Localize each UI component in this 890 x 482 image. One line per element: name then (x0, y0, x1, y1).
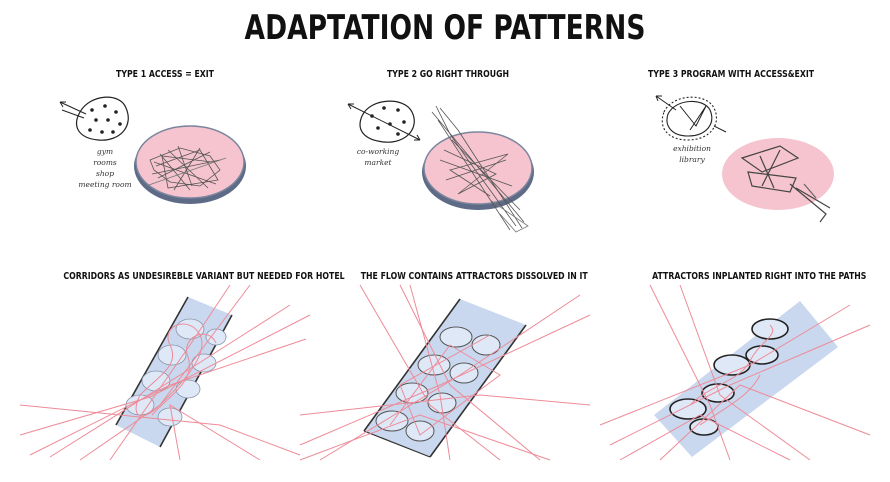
variant-2-diagram (299, 284, 591, 461)
variant-2-caption: THE FLOW CONTAINS ATTRACTORS DISSOLVED I… (360, 271, 588, 282)
program-label: meeting room (78, 180, 132, 189)
program-label: shop (96, 169, 114, 178)
flow-scribble (431, 105, 529, 233)
attractor-cells (375, 326, 501, 442)
type-2-bubble (359, 100, 415, 143)
program-label: exhibition (673, 144, 711, 153)
path-strip (654, 301, 838, 457)
access-arrow (59, 101, 87, 119)
pink-disk (422, 131, 534, 210)
flow-lines (19, 284, 311, 461)
type-2-programs: co-working market (348, 146, 408, 168)
program-label: gym (96, 147, 114, 156)
program-label: library (679, 155, 705, 164)
program-blocks (740, 145, 831, 223)
type-3-diagram (655, 95, 834, 223)
program-label: co-working (356, 147, 400, 156)
type-2-caption: TYPE 2 GO RIGHT THROUGH (386, 69, 510, 80)
flow-lines (599, 284, 871, 461)
program-label: rooms (93, 158, 117, 167)
implanted-attractors (669, 318, 789, 436)
through-arrow (347, 103, 421, 141)
variant-3-caption: ATTRACTORS INPLANTED RIGHT INTO THE PATH… (652, 271, 867, 282)
access-exit-arrows (655, 95, 727, 133)
type-1-diagram (59, 96, 246, 204)
pink-disk (722, 138, 834, 210)
program-dots (88, 104, 122, 134)
program-dots (370, 106, 406, 136)
variant-1-caption: CORRIDORS AS UNDESIREBLE VARIANT BUT NEE… (63, 271, 345, 282)
program-label: market (364, 158, 392, 167)
type-3-caption: TYPE 3 PROGRAM WITH ACCESS&EXIT (648, 69, 815, 80)
flow-scribble (145, 145, 227, 191)
pink-disk (134, 125, 246, 204)
type-1-caption: TYPE 1 ACCESS = EXIT (116, 69, 214, 80)
type-3-programs: exhibition library (662, 143, 722, 165)
page-title: ADAPTATION OF PATTERNS (244, 8, 646, 48)
type-1-bubble (76, 96, 129, 141)
type-1-programs: gym rooms shop meeting room (75, 146, 135, 190)
type-2-diagram (347, 100, 534, 233)
flow-strip (363, 298, 527, 458)
flow-lines (299, 284, 591, 461)
type-3-bubble (661, 96, 717, 141)
variant-1-diagram (19, 284, 311, 461)
variant-3-diagram (599, 284, 871, 461)
